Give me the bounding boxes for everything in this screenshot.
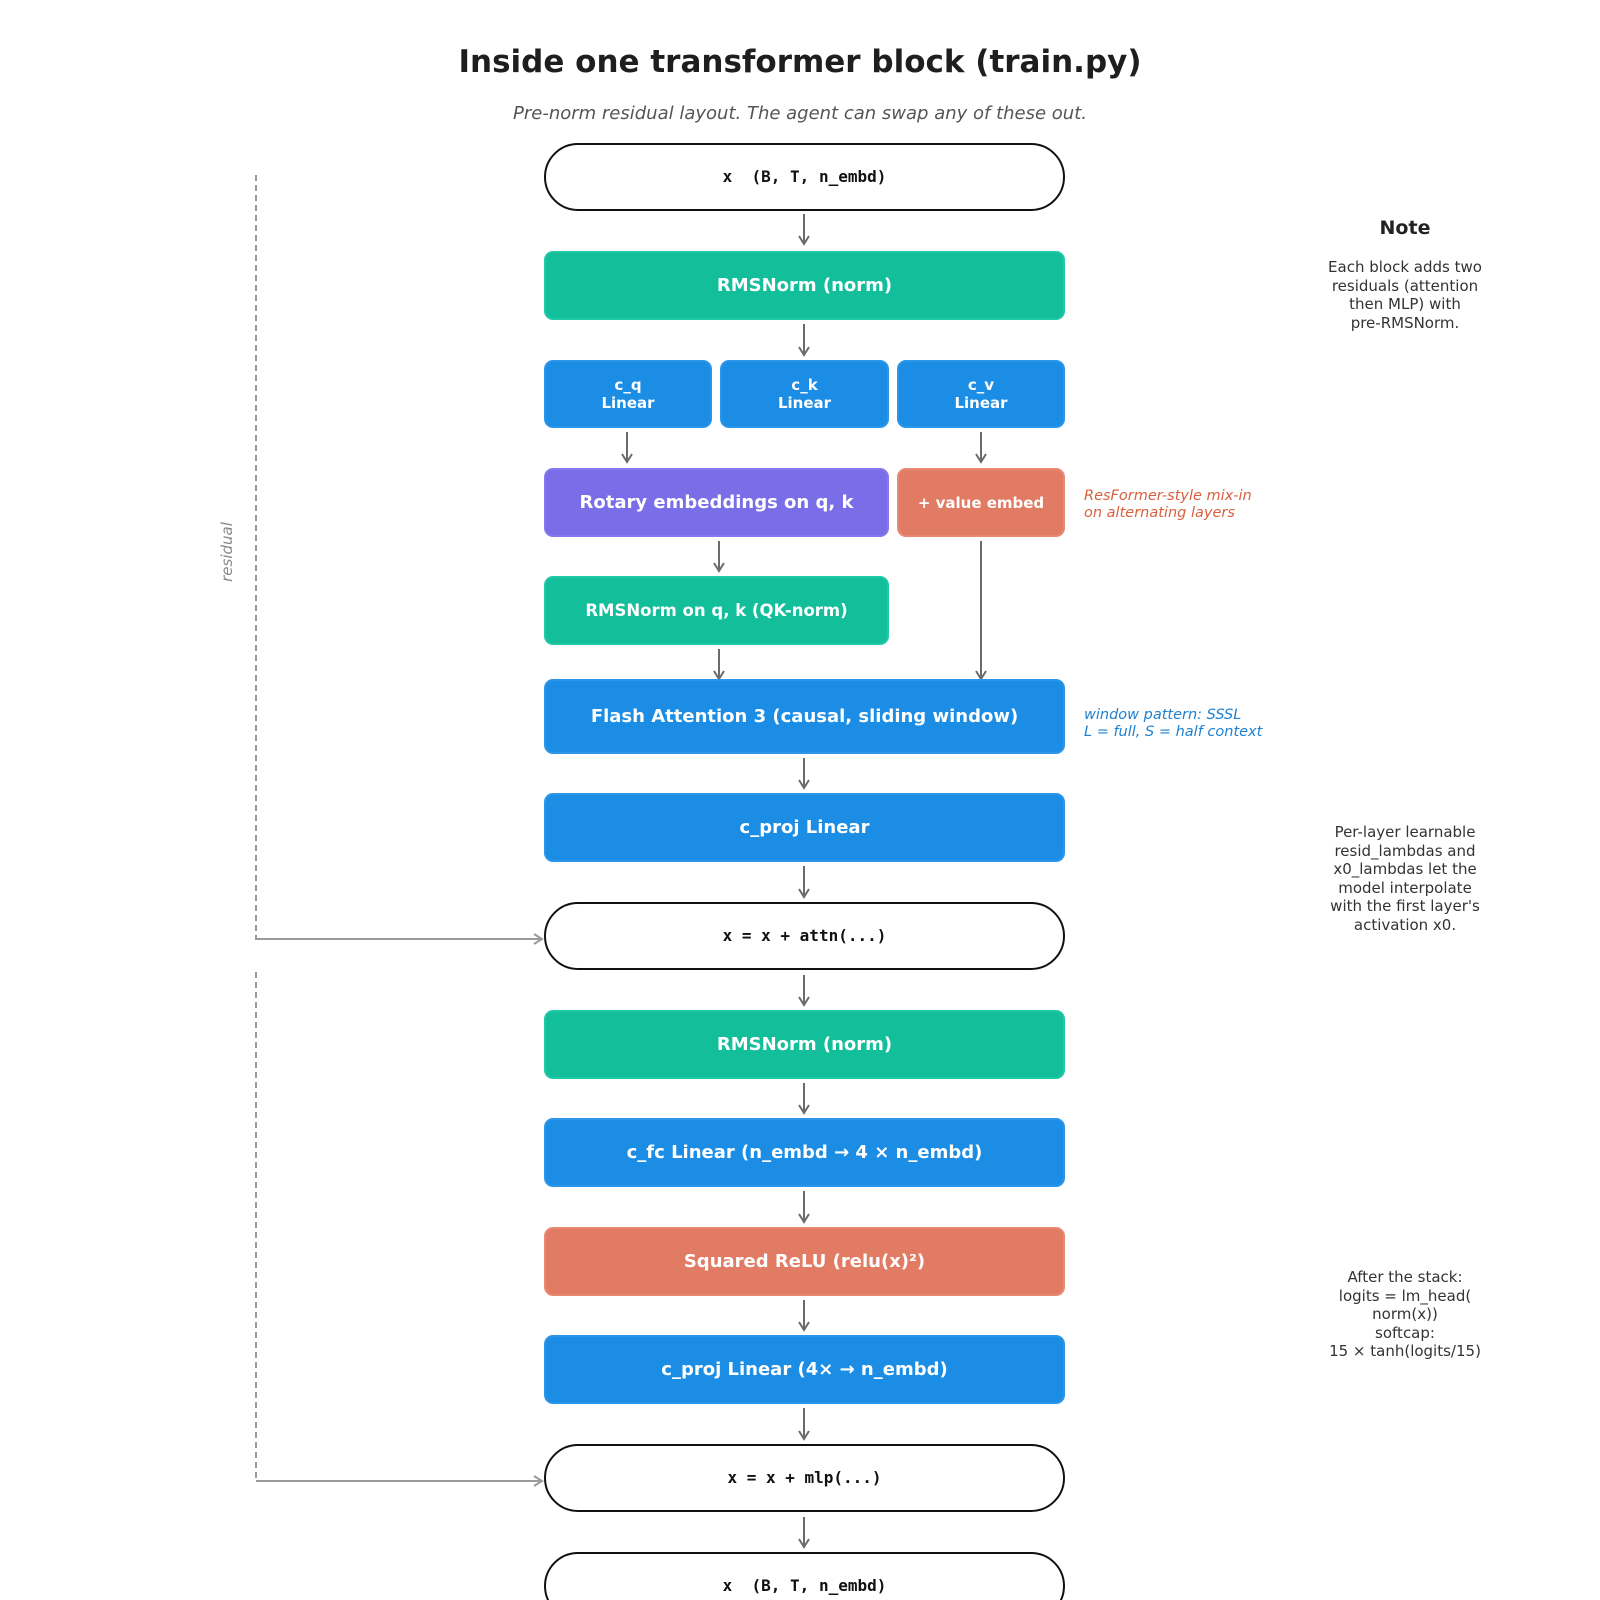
note-lambdas: Per-layer learnable resid_lambdas and x0… xyxy=(1330,823,1480,934)
c-k-linear-node: c_k Linear xyxy=(720,360,889,428)
c-q-linear-node: c_q Linear xyxy=(544,360,712,428)
input-node: x (B, T, n_embd) xyxy=(544,143,1065,211)
note-title: Note xyxy=(1379,217,1431,239)
rmsnorm-mlp-node: RMSNorm (norm) xyxy=(544,1010,1065,1079)
c-fc-linear-node: c_fc Linear (n_embd → 4 × n_embd) xyxy=(544,1118,1065,1187)
mlp-residual-node: x = x + mlp(...) xyxy=(544,1444,1065,1512)
c-proj-attn-node: c_proj Linear xyxy=(544,793,1065,862)
value-embed-node: + value embed xyxy=(897,468,1065,537)
output-node: x (B, T, n_embd) xyxy=(544,1552,1065,1600)
note-after-stack: After the stack: logits = lm_head( norm(… xyxy=(1329,1268,1481,1360)
qk-norm-node: RMSNorm on q, k (QK-norm) xyxy=(544,576,889,645)
c-proj-mlp-node: c_proj Linear (4× → n_embd) xyxy=(544,1335,1065,1404)
diagram-title: Inside one transformer block (train.py) xyxy=(458,44,1142,80)
output-node-clip: x (B, T, n_embd) xyxy=(544,1552,1065,1600)
attention-residual-node: x = x + attn(...) xyxy=(544,902,1065,970)
residual-skip-attention xyxy=(255,175,542,940)
squared-relu-node: Squared ReLU (relu(x)²) xyxy=(544,1227,1065,1296)
diagram-subtitle: Pre-norm residual layout. The agent can … xyxy=(513,103,1087,124)
value-embed-annotation: ResFormer-style mix-in on alternating la… xyxy=(1084,488,1252,521)
residual-label: residual xyxy=(218,522,236,582)
rmsnorm-attn-node: RMSNorm (norm) xyxy=(544,251,1065,320)
c-v-linear-node: c_v Linear xyxy=(897,360,1065,428)
rotary-embeddings-node: Rotary embeddings on q, k xyxy=(544,468,889,537)
window-pattern-annotation: window pattern: SSSL L = full, S = half … xyxy=(1084,707,1263,740)
flash-attention-node: Flash Attention 3 (causal, sliding windo… xyxy=(544,679,1065,754)
note-residuals: Each block adds two residuals (attention… xyxy=(1328,258,1482,332)
